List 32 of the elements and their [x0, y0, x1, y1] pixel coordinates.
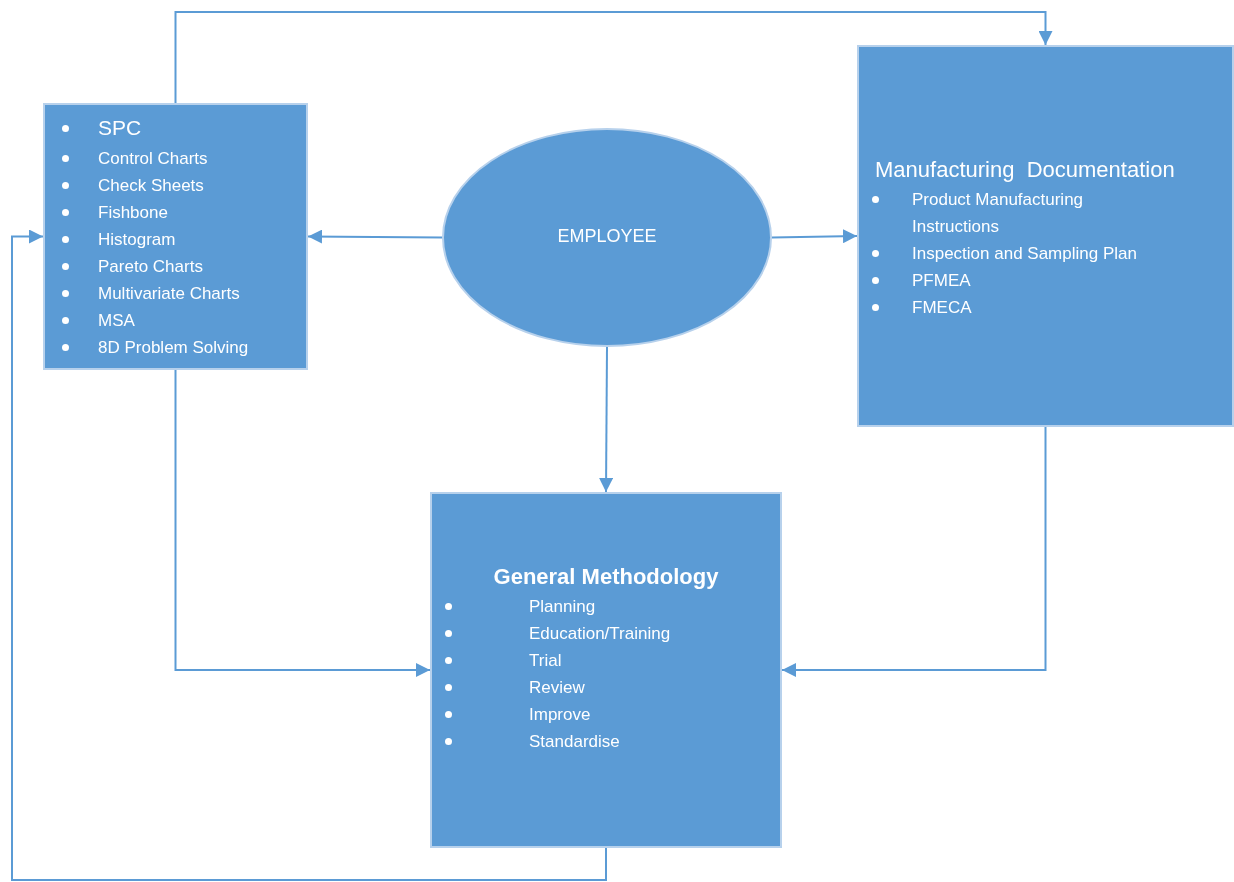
- list-item: Improve: [529, 704, 592, 726]
- list-item: Review: [529, 677, 586, 699]
- list-item: Multivariate Charts: [98, 283, 241, 305]
- heading: Manufacturing Documentation: [875, 157, 1175, 183]
- arrow: [771, 229, 858, 244]
- arrow: [307, 229, 443, 244]
- list-item: Control Charts: [98, 148, 209, 170]
- documentation-box: [857, 45, 1234, 427]
- arrow: [599, 346, 614, 493]
- list-item: 8D Problem Solving: [98, 337, 250, 359]
- methodology-box: [430, 492, 782, 848]
- list-item: Education/Training: [529, 623, 672, 645]
- list-item: Fishbone: [98, 202, 169, 224]
- list-item: Histogram: [98, 229, 177, 251]
- heading: General Methodology: [492, 564, 720, 590]
- list-item: Standardise: [529, 731, 621, 753]
- list-item: FMECA: [912, 297, 973, 319]
- list-item: Pareto Charts: [98, 256, 204, 278]
- arrow: [174, 369, 431, 677]
- list-item: Product Manufacturing Instructions: [912, 189, 1085, 238]
- tool-list-box: [43, 103, 308, 370]
- arrow: [781, 426, 1047, 677]
- list-item: PFMEA: [912, 270, 972, 292]
- list-item: MSA: [98, 310, 136, 332]
- list-item: Check Sheets: [98, 175, 205, 197]
- list-item: Planning: [529, 596, 597, 618]
- list-item: Inspection and Sampling Plan: [912, 243, 1138, 265]
- heading: SPC: [98, 115, 142, 141]
- node-label: EMPLOYEE: [556, 226, 658, 247]
- list-item: Trial: [529, 650, 563, 672]
- arrow: [11, 229, 607, 881]
- arrow: [174, 11, 1053, 104]
